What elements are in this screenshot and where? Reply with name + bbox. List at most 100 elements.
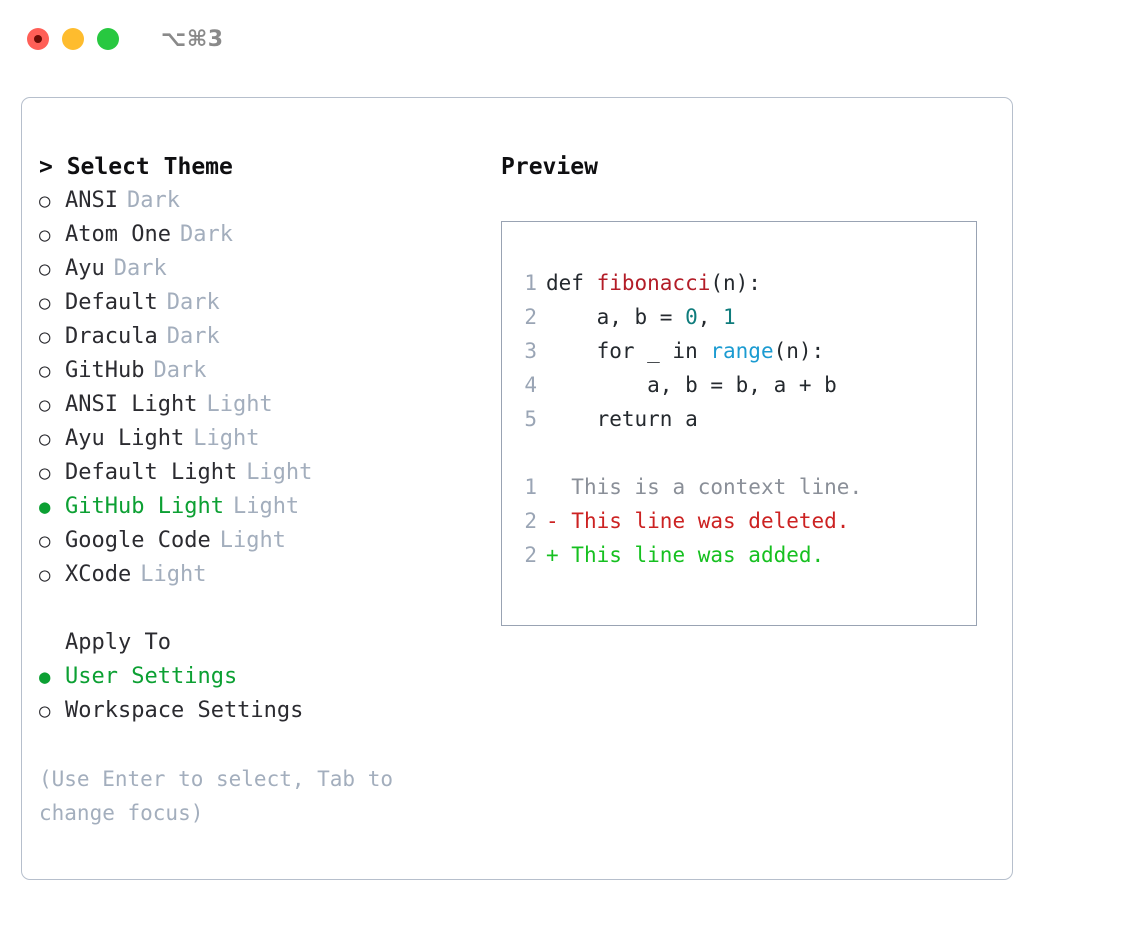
theme-item-label: Google Code	[65, 528, 211, 553]
radio-selected-icon: ●	[39, 666, 51, 688]
code-token: def	[546, 271, 597, 295]
theme-item[interactable]: ○ Default Light Light	[39, 456, 489, 490]
code-token: 1	[723, 305, 736, 329]
code-token: a, b = b, a + b	[546, 373, 837, 397]
apply-to-option-label: Workspace Settings	[65, 698, 304, 723]
code-line-number: 4	[524, 373, 537, 397]
theme-item-variant: Light	[246, 460, 313, 485]
theme-item[interactable]: ○ ANSI Light Light	[39, 388, 489, 422]
code-line: 1 def fibonacci(n):	[502, 266, 976, 300]
theme-item-label: Ayu	[65, 256, 105, 281]
apply-to-section: ○ Apply To ●User Settings○Workspace Sett…	[39, 626, 489, 728]
keyboard-shortcut-label: ⌥⌘3	[161, 26, 224, 52]
radio-unselected-icon: ○	[39, 224, 51, 246]
diff-marker	[546, 470, 571, 504]
theme-item-label: ANSI	[65, 188, 118, 213]
radio-selected-icon: ●	[39, 496, 51, 518]
code-token: return a	[546, 407, 698, 431]
theme-item-label: Atom One	[65, 222, 171, 247]
code-line: 2 a, b = 0, 1	[502, 300, 976, 334]
code-token: ,	[697, 305, 724, 329]
diff-line-text: This line was deleted.	[571, 509, 850, 533]
radio-unselected-icon: ○	[39, 360, 51, 382]
theme-item-variant: Dark	[126, 188, 180, 213]
radio-unselected-icon: ○	[39, 292, 51, 314]
select-theme-header: > Select Theme	[39, 154, 233, 180]
radio-unselected-icon: ○	[39, 428, 51, 450]
preview-title: Preview	[501, 154, 598, 180]
apply-to-header: Apply To	[65, 630, 171, 655]
apply-to-header-row: ○ Apply To	[39, 626, 489, 660]
theme-item-variant: Light	[232, 494, 300, 519]
code-line-text: a, b = 0, 1	[546, 300, 736, 334]
code-line-number: 3	[524, 339, 537, 363]
theme-item-label: ANSI Light	[65, 392, 198, 417]
diff-marker: +	[546, 543, 572, 567]
radio-unselected-icon: ○	[39, 530, 51, 552]
code-line-number: 5	[524, 407, 537, 431]
radio-unselected-icon: ○	[39, 326, 51, 348]
theme-item[interactable]: ○ ANSI Dark	[39, 184, 489, 218]
diff-line-text: This line was added.	[571, 543, 825, 567]
apply-to-option[interactable]: ○ Workspace Settings	[39, 694, 489, 728]
theme-item-variant: Dark	[153, 358, 207, 383]
theme-item-variant: Light	[206, 392, 273, 417]
close-button[interactable]	[27, 28, 49, 50]
keyboard-hint: (Use Enter to select, Tab to change focu…	[39, 767, 394, 825]
theme-item-label: XCode	[65, 562, 132, 587]
code-token: range	[710, 339, 774, 363]
diff-line: 1 This is a context line.	[502, 470, 976, 504]
code-line: 4 a, b = b, a + b	[502, 368, 976, 402]
traffic-lights	[27, 28, 119, 50]
code-token: (n):	[710, 271, 761, 295]
theme-item-label: Default Light	[65, 460, 238, 485]
theme-item-label: Ayu Light	[65, 426, 185, 451]
radio-unselected-icon: ○	[39, 190, 51, 212]
code-line-text: return a	[546, 402, 698, 436]
theme-item[interactable]: ○ Atom One Dark	[39, 218, 489, 252]
code-line-text: def fibonacci(n):	[546, 266, 761, 300]
theme-item[interactable]: ○ XCode Light	[39, 558, 489, 592]
theme-item[interactable]: ○ Google Code Light	[39, 524, 489, 558]
diff-marker: -	[546, 509, 572, 533]
theme-item[interactable]: ○ Ayu Dark	[39, 252, 489, 286]
code-line-text: for _ in range(n):	[546, 334, 825, 368]
apply-to-header-bullet-spacer: ○	[39, 626, 65, 660]
radio-unselected-icon: ○	[39, 394, 51, 416]
theme-item[interactable]: ○ GitHub Dark	[39, 354, 489, 388]
apply-to-options[interactable]: ●User Settings ○ Workspace Settings	[39, 660, 489, 728]
radio-unselected-icon: ○	[39, 564, 51, 586]
radio-unselected-icon: ○	[39, 462, 51, 484]
theme-item-label: GitHub	[65, 358, 145, 383]
diff-line-number: 1	[524, 475, 537, 499]
code-diff-separator	[502, 436, 976, 470]
minimize-button[interactable]	[62, 28, 84, 50]
theme-item-label: GitHub Light	[65, 494, 224, 519]
code-token: fibonacci	[596, 271, 711, 295]
radio-unselected-icon: ○	[39, 700, 51, 722]
diff-line-text: This is a context line.	[571, 475, 863, 499]
diff-line-number: 2	[524, 509, 537, 533]
theme-item-variant: Light	[193, 426, 260, 451]
theme-item-variant: Light	[140, 562, 207, 587]
theme-item[interactable]: ○ Ayu Light Light	[39, 422, 489, 456]
diff-line: 2+ This line was added.	[502, 538, 976, 572]
code-line: 5 return a	[502, 402, 976, 436]
radio-unselected-icon: ○	[39, 258, 51, 280]
code-token: for _ in	[546, 339, 711, 363]
theme-item-variant: Light	[219, 528, 286, 553]
theme-item-variant: Dark	[179, 222, 233, 247]
code-line-number: 1	[524, 271, 537, 295]
theme-item-variant: Dark	[113, 256, 167, 281]
maximize-button[interactable]	[97, 28, 119, 50]
theme-item[interactable]: ● GitHub Light Light	[39, 490, 489, 524]
apply-to-option[interactable]: ●User Settings	[39, 660, 489, 694]
